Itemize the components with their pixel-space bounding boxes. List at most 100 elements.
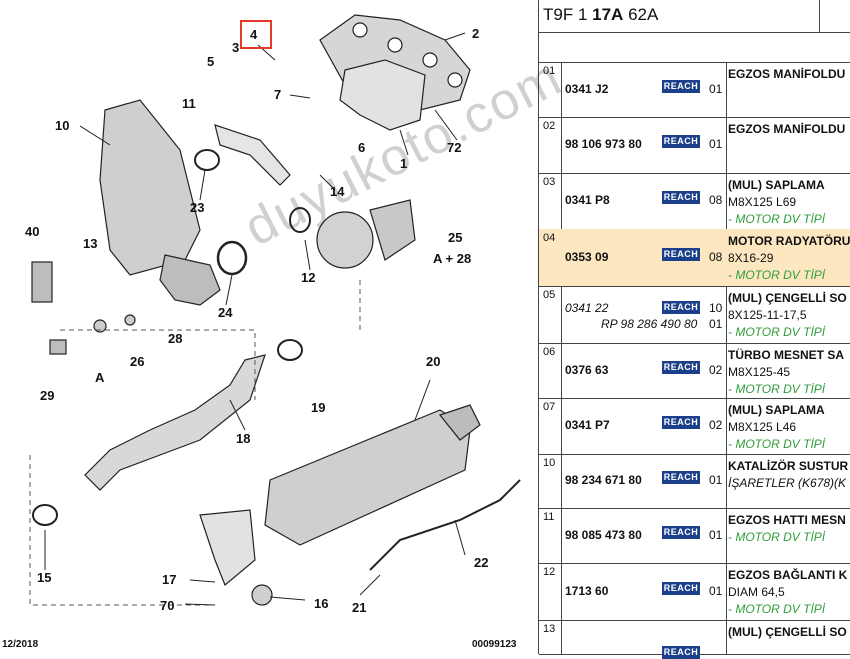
description-line: EGZOS BAĞLANTI K: [728, 568, 848, 582]
description-line: 8X125-11-17,5: [728, 308, 807, 322]
diagram-date: 12/2018: [2, 639, 39, 650]
description-line: M8X125 L69: [728, 195, 797, 209]
description-line: (MUL) ÇENGELLİ SO: [728, 625, 847, 639]
description-line: (MUL) ÇENGELLİ SO: [728, 291, 847, 305]
part-quantity: 08: [709, 193, 723, 207]
description-line: EGZOS HATTI MESN: [728, 513, 846, 527]
callout-label: 20: [426, 354, 440, 369]
column-divider: [561, 62, 562, 654]
description-line: M8X125 L46: [728, 420, 797, 434]
part-position: 11: [543, 511, 555, 523]
part-reference[interactable]: 0341 22: [565, 301, 609, 315]
reach-badge: REACH: [662, 471, 700, 484]
part-position: 10: [543, 457, 556, 469]
part-quantity: 08: [709, 250, 723, 264]
part-description: (MUL) ÇENGELLİ SO: [728, 624, 850, 641]
part-quantity: 01: [709, 473, 723, 487]
part-quantity: 01: [709, 584, 723, 598]
catalog-code-suffix: 62A: [628, 5, 659, 24]
callout-label: 4: [250, 27, 258, 42]
description-line: DIAM 64,5: [728, 585, 785, 599]
part-reference[interactable]: 0353 09: [565, 250, 609, 264]
callout-label: 12: [301, 270, 315, 285]
reach-badge: REACH: [662, 361, 700, 374]
part-position: 05: [543, 289, 556, 301]
part-description: MOTOR RADYATÖRU 8X16-29 - MOTOR DV TİPİ: [728, 233, 850, 284]
part-description: TÜRBO MESNET SA M8X125-45 - MOTOR DV TİPİ: [728, 347, 850, 398]
exploded-parts-diagram: 4 3 5 2 7 11 10 72 6 1 14 23 25 A + 28 4…: [2, 14, 521, 650]
callout-label: 11: [182, 96, 196, 111]
callout-label: 13: [83, 236, 97, 251]
part-reference[interactable]: 0341 P8: [565, 193, 610, 207]
description-line: - MOTOR DV TİPİ: [728, 268, 826, 282]
part-description: EGZOS MANİFOLDU: [728, 121, 850, 138]
callout-label: 28: [168, 331, 182, 346]
description-line: TÜRBO MESNET SA: [728, 348, 845, 362]
part-quantity: 01: [709, 82, 723, 96]
description-line: - MOTOR DV TİPİ: [728, 602, 826, 616]
catalog-code-header: T9F 1 17A 62A: [539, 0, 850, 33]
diagram-number: 00099123: [472, 639, 517, 650]
callout-label: 22: [474, 555, 488, 570]
callout-label: 40: [25, 224, 39, 239]
part-position: 03: [543, 176, 556, 188]
part-position: 07: [543, 401, 556, 413]
header-spacer: [539, 32, 850, 63]
part-reference[interactable]: 98 106 973 80: [565, 137, 642, 151]
callout-label: 17: [162, 572, 176, 587]
part-reference[interactable]: 0341 J2: [565, 82, 609, 96]
catalog-code-prefix: T9F 1: [543, 5, 588, 24]
reach-badge: REACH: [662, 135, 700, 148]
callout-label: 21: [352, 600, 366, 615]
callout-label: 7: [274, 87, 281, 102]
callout-label: 24: [218, 305, 233, 320]
description-line: M8X125-45: [728, 365, 791, 379]
description-line: EGZOS MANİFOLDU: [728, 67, 846, 81]
callout-label: 26: [130, 354, 144, 369]
part-position: 06: [543, 346, 556, 358]
reach-badge: REACH: [662, 248, 700, 261]
part-quantity: 02: [709, 363, 723, 377]
part-position: 12: [543, 566, 556, 578]
callout-label: 70: [160, 598, 174, 613]
callout-label: A: [95, 370, 105, 385]
part-reference[interactable]: 1713 60: [565, 584, 609, 598]
description-line: EGZOS MANİFOLDU: [728, 122, 846, 136]
callout-label: 6: [358, 140, 365, 155]
callout-label: 18: [236, 431, 250, 446]
part-row[interactable]: 02 98 106 973 80 REACH 01 EGZOS MANİFOLDU: [539, 117, 850, 174]
callout-label: 15: [37, 570, 51, 585]
part-row[interactable]: 12 1713 60 REACH 01 EGZOS BAĞLANTI K DIAM 64,…: [539, 563, 850, 621]
part-reference-replacement[interactable]: RP 98 286 490 80: [601, 317, 698, 331]
part-description: EGZOS BAĞLANTI K DIAM 64,5 - MOTOR DV TİPİ: [728, 567, 850, 618]
callout-label: 19: [311, 400, 325, 415]
part-reference[interactable]: 0376 63: [565, 363, 609, 377]
reach-badge: REACH: [662, 646, 700, 659]
description-line: - MOTOR DV TİPİ: [728, 382, 826, 396]
part-position: 01: [543, 65, 556, 77]
part-row[interactable]: 06 0376 63 REACH 02 TÜRBO MESNET SA M8X125-45…: [539, 343, 850, 399]
part-position: 02: [543, 120, 556, 132]
description-line: 8X16-29: [728, 251, 774, 265]
part-reference[interactable]: 98 234 671 80: [565, 473, 642, 487]
callout-label: 1: [400, 156, 407, 171]
part-reference[interactable]: 98 085 473 80: [565, 528, 642, 542]
part-reference[interactable]: 0341 P7: [565, 418, 610, 432]
reach-badge: REACH: [662, 582, 700, 595]
part-quantity: 01: [709, 137, 723, 151]
reach-badge: REACH: [662, 416, 700, 429]
part-description: EGZOS MANİFOLDU: [728, 66, 850, 83]
description-line: MOTOR RADYATÖRU: [728, 234, 850, 248]
